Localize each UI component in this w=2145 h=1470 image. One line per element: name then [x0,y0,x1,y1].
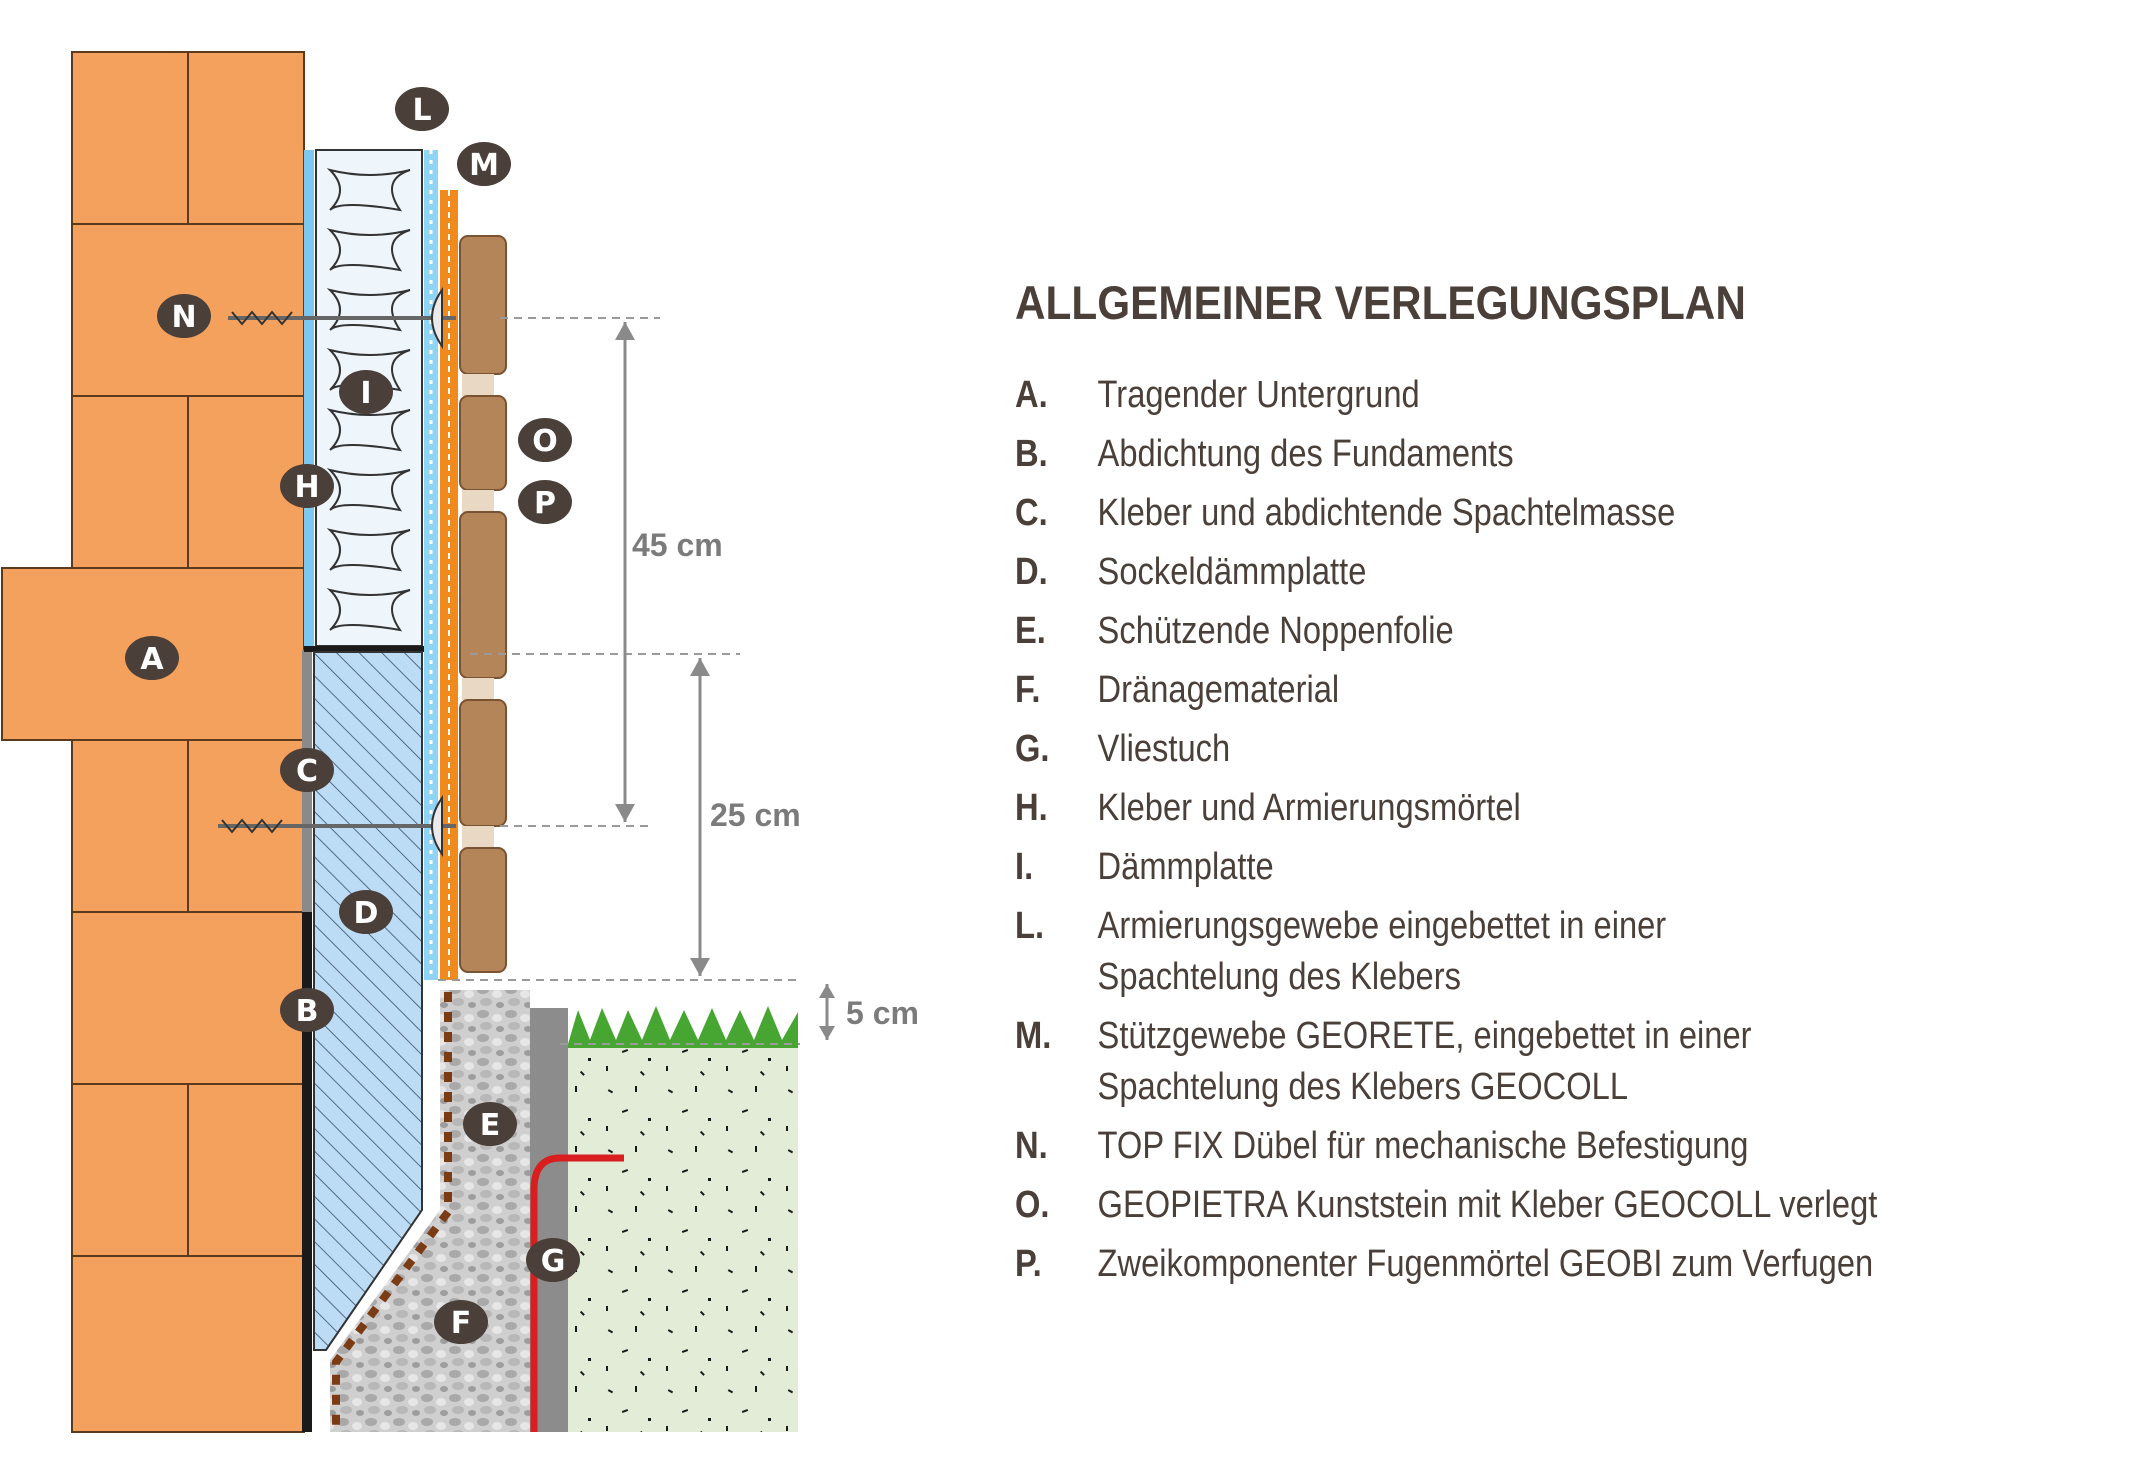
legend-title: ALLGEMEINER VERLEGUNGSPLAN [1015,276,1746,329]
filter-fleece [530,1154,624,1432]
svg-text:G: G [541,1244,566,1279]
legend-item: H. Kleber und Armierungsmörtel [1015,783,2116,834]
legend-text: Sockeldämmplatte [1097,551,1367,593]
svg-text:C: C [296,754,318,789]
legend-key: H. [1015,787,1048,829]
legend-key: N. [1015,1125,1048,1167]
legend-text: Stützgewebe GEORETE, eingebettet in eine… [1097,1015,1752,1108]
soil [568,1044,798,1432]
reinforcement-mesh [424,150,438,980]
callout-D: D [339,890,393,934]
legend-item: L. Armierungsgewebe eingebettet in einer … [1015,901,2116,1003]
legend-text: Abdichtung des Fundaments [1097,433,1514,475]
svg-text:E: E [480,1108,501,1143]
support-mesh-georete [440,190,458,980]
svg-text:F: F [451,1306,472,1341]
dimension-arrows [615,322,835,1040]
legend-item: D. Sockeldämmplatte [1015,547,2116,598]
svg-text:A: A [140,642,164,677]
svg-text:D: D [354,896,379,931]
legend-key: D. [1015,551,1048,593]
legend-key: O. [1015,1184,1050,1226]
legend-text: Kleber und Armierungsmörtel [1097,787,1521,829]
top-fix-dowel-lower [218,794,456,858]
legend-item: A. Tragender Untergrund [1015,370,2116,421]
callout-B: B [280,988,334,1032]
dimpled-membrane [332,992,452,1432]
legend-text: Dränagematerial [1097,669,1340,711]
legend-text: GEOPIETRA Kunststein mit Kleber GEOCOLL … [1097,1184,1878,1226]
legend-item: I. Dämmplatte [1015,842,2116,893]
callout-A: A [125,636,179,680]
legend-item: C. Kleber und abdichtende Spachtelmasse [1015,488,2116,539]
legend-text: Vliestuch [1097,728,1231,770]
legend-item: B. Abdichtung des Fundaments [1015,429,2116,480]
callout-P: P [518,480,572,524]
artificial-stone-cladding [459,235,507,973]
svg-text:H: H [294,470,319,505]
legend-key: M. [1015,1015,1052,1057]
legend-key: A. [1015,374,1048,416]
callout-C: C [280,748,334,792]
legend-item: O. GEOPIETRA Kunststein mit Kleber GEOCOL… [1015,1180,2116,1231]
svg-text:L: L [412,93,431,128]
svg-text:B: B [296,994,319,1029]
foundation-waterproofing [302,912,312,1432]
grass [568,1006,798,1048]
callout-G: G [526,1238,580,1282]
legend-text: Zweikomponenter Fugenmörtel GEOBI zum Ve… [1097,1243,1874,1285]
legend-item: N. TOP FIX Dübel für mechanische Befestig… [1015,1121,2116,1172]
callout-M: M [457,142,511,186]
legend-text: Dämmplatte [1097,846,1274,888]
legend-text: TOP FIX Dübel für mechanische Befestigun… [1097,1125,1749,1167]
callout-H: H [280,464,334,508]
legend-key: F. [1015,669,1041,711]
svg-text:I: I [360,376,371,411]
legend-item: F. Dränagematerial [1015,665,2116,716]
wall-section-diagram: 45 cm 25 cm 5 cm L M N I O H P A C D B E… [1,51,919,1433]
legend-text: Kleber und abdichtende Spachtelmasse [1097,492,1676,534]
dimension-5cm: 5 cm [846,995,919,1031]
callout-E: E [463,1102,517,1146]
legend-item: P. Zweikomponenter Fugenmörtel GEOBI zum … [1015,1239,2116,1290]
callout-F: F [434,1300,488,1344]
legend-key: I. [1015,846,1034,888]
legend-key: E. [1015,610,1046,652]
legend-text: Tragender Untergrund [1097,374,1420,416]
legend-key: G. [1015,728,1050,770]
svg-text:N: N [171,300,196,335]
legend-text: Armierungsgewebe eingebettet in einer Sp… [1097,905,1667,998]
top-fix-dowel-upper [228,286,456,350]
legend-key: B. [1015,433,1048,475]
legend-key: P. [1015,1243,1042,1285]
dimension-45cm: 45 cm [632,527,723,563]
legend-item: E. Schützende Noppenfolie [1015,606,2116,657]
callout-L: L [395,87,449,131]
legend-text: Schützende Noppenfolie [1097,610,1454,652]
legend-key: C. [1015,492,1048,534]
legend-key: L. [1015,905,1045,947]
brick-wall [1,51,305,1433]
legend-item: M. Stützgewebe GEORETE, eingebettet in ei… [1015,1011,2116,1113]
svg-text:M: M [469,148,499,183]
callout-I: I [339,370,393,414]
dimension-25cm: 25 cm [710,797,801,833]
svg-text:P: P [534,486,556,521]
callout-N: N [157,294,211,338]
dimension-guides [438,317,800,1045]
callout-O: O [518,418,572,462]
legend-item: G. Vliestuch [1015,724,2116,775]
legend: ALLGEMEINER VERLEGUNGSPLAN A. Tragender U… [1015,275,2125,1298]
svg-text:O: O [532,424,558,459]
